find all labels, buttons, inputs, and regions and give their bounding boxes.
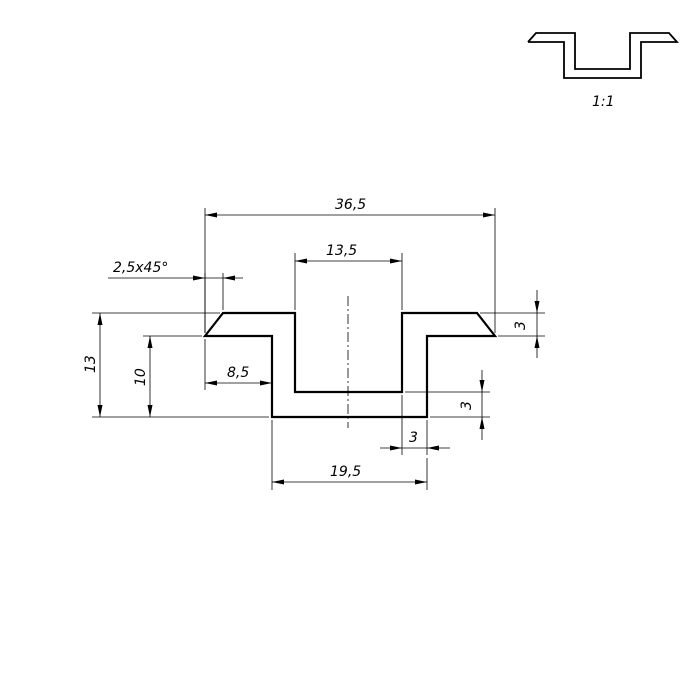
scale-label: 1:1	[592, 94, 615, 110]
dim-overall-width	[204, 208, 496, 333]
dim-flange-height	[143, 335, 202, 417]
dim-slot-width	[294, 253, 403, 310]
dim-flange-width	[204, 339, 272, 390]
dim-bottom-thickness	[405, 370, 490, 440]
dim-lip-thickness	[480, 290, 545, 358]
dim-base-width-label: 19,5	[330, 464, 361, 480]
dim-wall-thickness	[380, 395, 450, 455]
dim-flange-width-label: 8,5	[227, 365, 249, 381]
dim-chamfer-label: 2,5x45°	[113, 260, 168, 276]
dim-total-height	[92, 312, 269, 418]
profile-outline	[202, 311, 498, 419]
dim-overall-width-label: 36,5	[335, 197, 366, 213]
dim-chamfer	[108, 273, 243, 333]
dim-wall-thickness-label: 3	[409, 430, 418, 446]
dim-lip-thickness-label: 3	[513, 321, 529, 330]
dim-base-width	[271, 420, 428, 490]
dim-slot-width-label: 13,5	[326, 243, 357, 259]
thumbnail-profile	[527, 32, 680, 79]
dim-flange-height-label: 10	[133, 368, 149, 386]
dim-bottom-thickness-label: 3	[459, 401, 475, 410]
dim-total-height-label: 13	[83, 355, 99, 373]
